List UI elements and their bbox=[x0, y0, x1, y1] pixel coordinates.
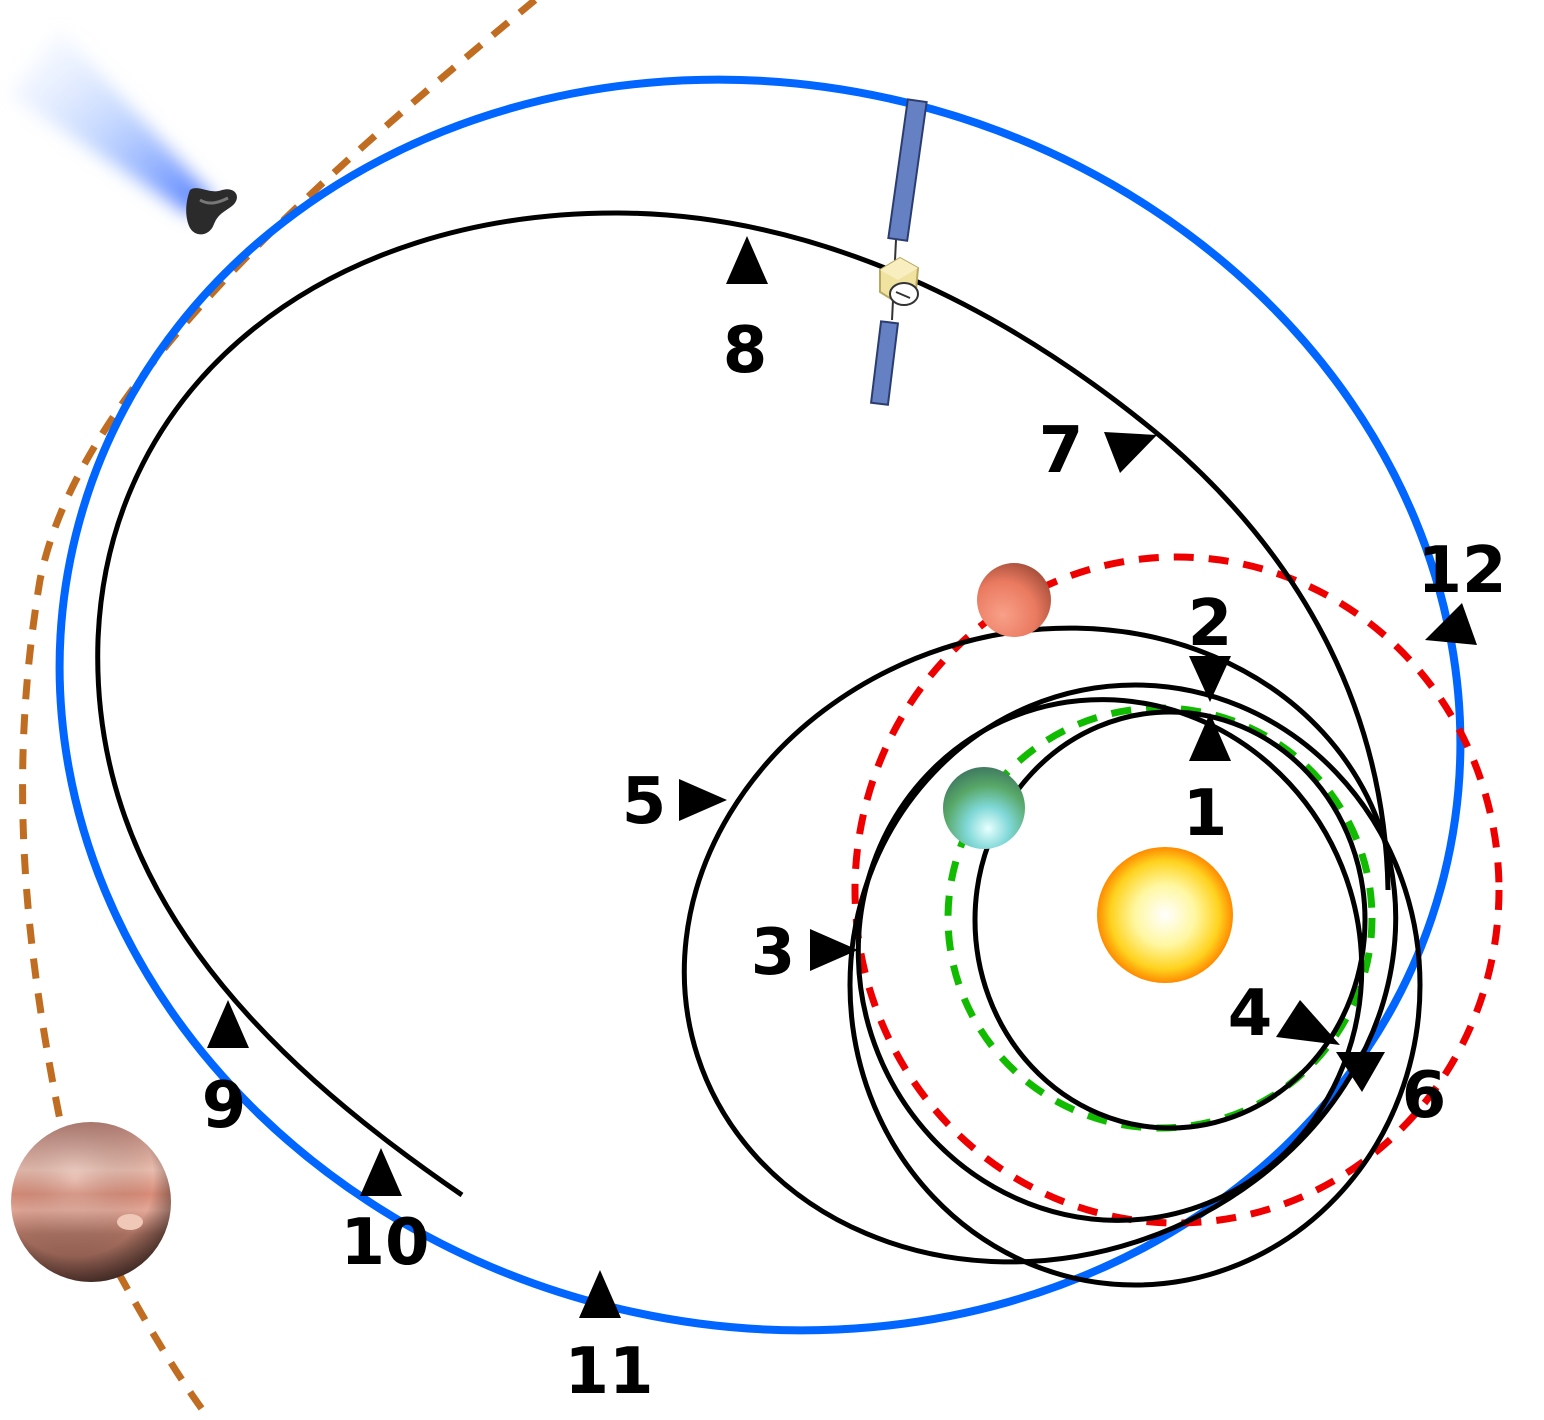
label-5: 5 bbox=[622, 765, 667, 839]
label-11: 11 bbox=[564, 1335, 653, 1409]
step-labels: 1 2 3 4 5 6 7 8 9 10 11 12 bbox=[202, 314, 1507, 1409]
arrow-4-icon bbox=[1276, 1000, 1340, 1045]
jupiter-orbit bbox=[19, 0, 538, 1420]
arrow-12-icon bbox=[1425, 603, 1477, 645]
label-10: 10 bbox=[340, 1206, 429, 1280]
arrow-1-icon bbox=[1189, 713, 1231, 761]
direction-arrows bbox=[207, 236, 1477, 1318]
satellite-icon bbox=[869, 98, 928, 406]
arrow-10-icon bbox=[360, 1148, 402, 1196]
arrow-11-icon bbox=[579, 1270, 621, 1318]
arrow-7-icon bbox=[1104, 432, 1157, 473]
comet-icon bbox=[10, 30, 237, 235]
arrow-2-icon bbox=[1189, 656, 1231, 702]
trajectory-loop-large bbox=[681, 625, 1399, 1265]
label-8: 8 bbox=[723, 314, 768, 388]
arrow-5-icon bbox=[679, 779, 727, 821]
label-4: 4 bbox=[1228, 977, 1273, 1051]
trajectory-loop-wide bbox=[847, 682, 1423, 1288]
earth-icon bbox=[943, 767, 1025, 849]
arrow-9-icon bbox=[207, 1000, 249, 1048]
sun-icon bbox=[1097, 847, 1233, 983]
jupiter-icon bbox=[11, 1122, 171, 1282]
label-12: 12 bbox=[1417, 534, 1506, 608]
arrow-8-icon bbox=[726, 236, 768, 284]
label-3: 3 bbox=[751, 916, 796, 990]
mars-icon bbox=[977, 563, 1051, 637]
trajectory-loop-inner bbox=[972, 709, 1368, 1131]
label-7: 7 bbox=[1039, 414, 1084, 488]
arrow-6-icon bbox=[1336, 1052, 1385, 1092]
label-6: 6 bbox=[1402, 1059, 1447, 1133]
spacecraft-trajectory bbox=[95, 210, 1423, 1288]
arrow-3-icon bbox=[810, 929, 858, 971]
label-1: 1 bbox=[1183, 777, 1228, 851]
label-2: 2 bbox=[1188, 587, 1233, 661]
label-9: 9 bbox=[202, 1069, 247, 1143]
mars-orbit bbox=[851, 553, 1503, 1227]
trajectory-outer-arc bbox=[95, 210, 1391, 1198]
